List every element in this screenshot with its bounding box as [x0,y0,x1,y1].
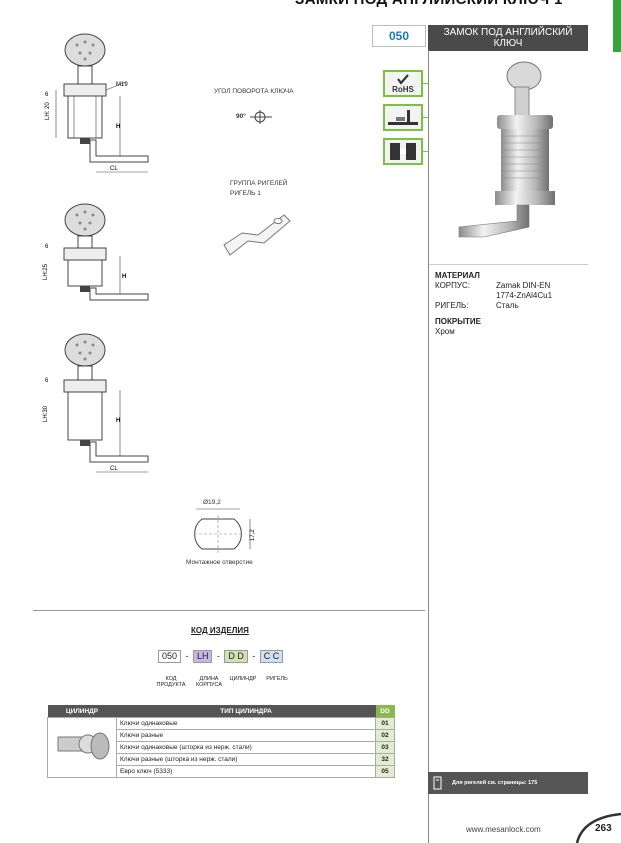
rohs-label: RoHS [392,85,414,94]
cylinder-image [47,717,117,778]
row-code: 03 [375,741,395,754]
cam-group-title: ГРУППА РИГЕЛЕЙ [230,180,288,187]
dim6-label: 6 [45,244,49,250]
pn-sep: - [216,651,220,661]
row-code: 01 [375,717,395,730]
page-number-swoosh [575,812,621,843]
cam-reference-bar: Для ригелей см. страницы: 175 [428,772,588,794]
drawing-lh20: LH: 20 6 M19 H CL [45,33,149,173]
product-photo [429,51,588,265]
thread-label: M19 [116,82,128,88]
product-code: 050 [372,25,426,47]
pn-seg-cc: C C [259,650,284,663]
body-material-line1: Zamak DIN-EN [496,281,551,290]
cl-label: CL [110,166,118,172]
part-number-code: 050 - LH - D D - C C [158,646,284,664]
row-type: Ключи одинаковые (шторка из нерж. стали) [116,741,376,754]
hole-height: 17,2 [250,529,256,541]
dim6-label: 6 [45,378,49,384]
finish-heading: ПОКРЫТИЕ [435,317,481,326]
pn-seg-dd: D D [224,650,248,663]
table-row: Ключи одинаковые 01 [47,717,395,778]
pn-seg-code: 050 [158,650,182,663]
row-type: Ключи одинаковые [116,717,376,730]
row-type: Ключи разные (шторка из нерж. стали) [116,753,376,766]
table-row: Евро ключ (5333) 05 [48,765,395,778]
dim6-label: 6 [45,92,49,98]
pn-sep: - [252,651,256,661]
row-type: Ключи разные [116,729,376,742]
finish-value: Хром [435,327,455,336]
pn-label-length: ДЛИНА КОРПУСА [195,676,223,688]
cylinder-icon [383,138,423,165]
hole-width: Ø19,2 [203,499,221,506]
lh20-label: LH: 20 [45,102,51,120]
body-label: КОРПУС: [435,281,470,290]
lh30-label: LH:30 [43,405,49,422]
mounting-hole-drawing: 17,2 [194,508,256,553]
page-header-title: ЗАМКИ ПОД АНГЛИЙСКИЙ КЛЮЧ 1 [295,0,563,8]
row-type: Евро ключ (5333) [116,765,376,778]
cl-label: CL [110,466,118,472]
website-link[interactable]: www.mesanlock.com [466,825,541,834]
drawing-lh25: LH:25 6 H [43,203,149,301]
page-ref-icon [433,776,442,790]
pn-label-cam: РИГЕЛЬ [266,676,288,682]
h-label: H [116,418,120,424]
pn-sep: - [185,651,189,661]
pn-seg-lh: LH [192,650,213,663]
h-label: H [116,124,120,130]
cam-group-value: РИГЕЛЬ 1 [230,190,261,197]
hole-caption: Монтажное отверстие [186,559,253,566]
cam-drawing [223,214,291,256]
rotation-title: УГОЛ ПОВОРОТА КЛЮЧА [214,88,294,95]
rohs-icon: RoHS [383,70,423,97]
col-type: ТИП ЦИЛИНДРА [116,705,376,718]
cam-reference-text: Для ригелей см. страницы: 175 [452,780,538,786]
material-heading: МАТЕРИАЛ [435,271,480,280]
row-code: 02 [375,729,395,742]
row-code: 32 [375,753,395,766]
page-number: 263 [595,823,612,834]
section-color-tab [613,0,621,52]
cam-material: Сталь [496,301,519,310]
drawing-lh30: LH:30 6 H CL [43,333,149,473]
rotation-icon [250,110,272,124]
product-title: ЗАМОК ПОД АНГЛИЙСКИЙ КЛЮЧ [428,25,588,51]
rotation-value: 90° [236,113,246,120]
pn-label-code: КОД ПРОДУКТА [156,676,186,688]
pn-label-cylinder: ЦИЛИНДР [229,676,257,682]
column-divider [428,50,429,843]
col-code: DD [375,705,395,718]
lh25-label: LH:25 [43,263,49,280]
body-material-line2: 1774-ZnAl4Cu1 [496,291,553,300]
part-number-heading: КОД ИЗДЕЛИЯ [191,626,249,635]
section-divider [33,610,425,611]
row-code: 05 [375,765,395,778]
cam-label: РИГЕЛЬ: [435,301,469,310]
cylinder-table: ЦИЛИНДР ТИП ЦИЛИНДРА DD Ключи одинаковые… [47,705,395,778]
col-cylinder: ЦИЛИНДР [47,705,117,718]
cam-icon [383,104,423,131]
h-label: H [122,274,126,280]
